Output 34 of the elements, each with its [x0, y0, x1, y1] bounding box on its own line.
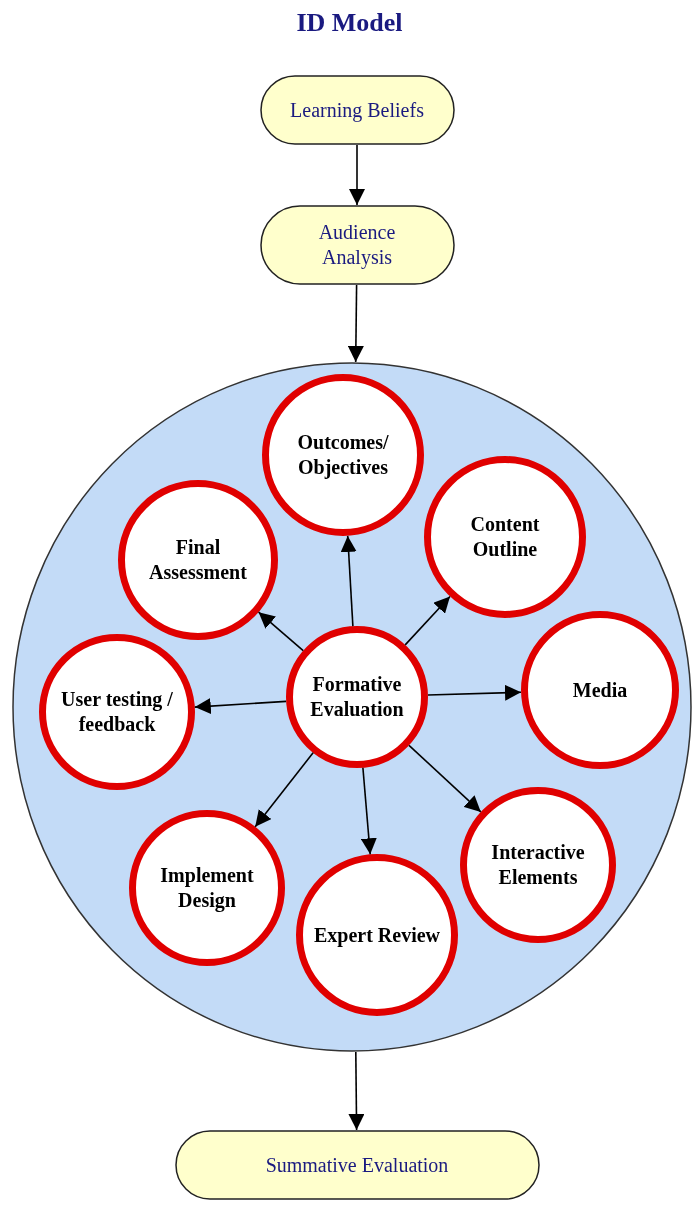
- node-label: Learning Beliefs: [289, 97, 425, 123]
- arrow: [347, 284, 364, 363]
- circle-node: [118, 480, 278, 640]
- arrow: [427, 684, 522, 701]
- arrow: [254, 752, 314, 828]
- node-label: Content Outline: [469, 512, 541, 562]
- node-label: Summative Evaluation: [264, 1152, 450, 1178]
- node-label: Expert Review: [312, 922, 442, 948]
- node-label: Final Assessment: [148, 535, 248, 585]
- node-label: Interactive Elements: [490, 840, 586, 890]
- diagram-title: ID Model: [296, 8, 403, 37]
- circle-node: [39, 634, 195, 790]
- circle-node: [129, 810, 285, 966]
- arrow: [348, 1051, 365, 1131]
- circle-node: [296, 854, 458, 1016]
- circle-node: [262, 374, 424, 536]
- node-label: Outcomes/ Objectives: [296, 430, 390, 480]
- arrow: [349, 144, 365, 206]
- node-label: Formative Evaluation: [309, 672, 405, 722]
- circle-area: [12, 362, 692, 1052]
- circle-node: [460, 787, 616, 943]
- arrow: [257, 611, 304, 652]
- circle-node: [521, 611, 679, 769]
- node-label: Implement Design: [159, 863, 255, 913]
- circle-node: [286, 626, 428, 768]
- arrow: [360, 767, 377, 856]
- arrow: [404, 595, 451, 646]
- arrow: [408, 744, 482, 813]
- arrow: [340, 535, 357, 627]
- node-label: Media: [571, 677, 629, 703]
- node-label: Audience Analysis: [317, 220, 397, 270]
- node-label: User testing / feedback: [60, 687, 174, 737]
- arrow: [194, 698, 287, 715]
- circle-node: [424, 456, 586, 618]
